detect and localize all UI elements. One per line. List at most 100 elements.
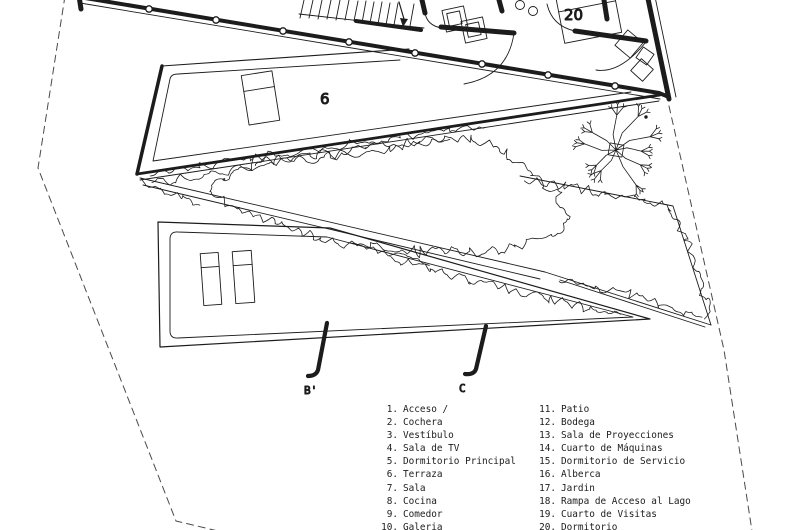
legend-item: 16. Alberca bbox=[538, 468, 691, 481]
section-marker-c: C bbox=[459, 323, 489, 396]
terrace-6: 6 bbox=[135, 48, 662, 181]
building-plan bbox=[77, 0, 677, 102]
legend-item-number: 6. bbox=[386, 469, 398, 481]
legend-item-number: 11. bbox=[539, 404, 556, 415]
legend-item-label: Sala de TV bbox=[403, 443, 460, 455]
legend-item-number: 17. bbox=[539, 482, 556, 494]
legend-item-label: Acceso / bbox=[403, 404, 449, 415]
tree-branches bbox=[571, 101, 663, 197]
small-dot bbox=[644, 115, 648, 119]
legend-item-number: 10. bbox=[381, 521, 398, 530]
legend-item: 6. Terraza bbox=[380, 468, 516, 481]
legend-item-number: 9. bbox=[386, 508, 398, 520]
legend-item: 8. Cocina bbox=[380, 495, 516, 508]
legend-item: 7. Sala bbox=[380, 482, 516, 495]
legend-item-number: 20. bbox=[539, 521, 556, 530]
legend-item-label: Patio bbox=[561, 404, 590, 415]
legend-item-label: Cochera bbox=[403, 417, 443, 429]
garden-edges bbox=[139, 175, 712, 328]
legend-item-number: 2. bbox=[386, 417, 398, 429]
room-label-bedroom: 20 bbox=[564, 6, 583, 24]
legend-item-label: Galeria bbox=[403, 521, 443, 530]
legend-item-number: 1. bbox=[386, 404, 398, 415]
legend-item: 1. Acceso / bbox=[380, 403, 516, 416]
vegetation-scribble bbox=[149, 125, 486, 177]
legend-item-label: Dormitorio Principal bbox=[403, 456, 516, 468]
legend-item: 15. Dormitorio de Servicio bbox=[538, 455, 691, 468]
furniture bbox=[441, 0, 655, 82]
section-marker-b: B' bbox=[304, 320, 330, 398]
legend-item: 2. Cochera bbox=[380, 416, 516, 429]
lounge-chair bbox=[240, 70, 281, 126]
legend-item: 18. Rampa de Acceso al Lago bbox=[538, 495, 691, 508]
legend-item-number: 5. bbox=[386, 456, 398, 468]
vegetation-scribble bbox=[558, 278, 703, 318]
tree-icon bbox=[571, 101, 663, 197]
legend-item-label: Cuarto de Máquinas bbox=[561, 443, 663, 455]
legend-item: 20. Dormitorio bbox=[538, 521, 691, 530]
legend-item: 9. Comedor bbox=[380, 508, 516, 521]
stairs bbox=[298, 0, 425, 29]
legend-item: 14. Cuarto de Máquinas bbox=[538, 442, 691, 455]
legend-item-number: 7. bbox=[386, 482, 398, 494]
legend-item-number: 8. bbox=[386, 495, 398, 507]
interior-walls bbox=[419, 0, 649, 44]
legend-item: 13. Sala de Proyecciones bbox=[538, 429, 691, 442]
legend-item-label: Vestíbulo bbox=[403, 430, 454, 442]
vegetation-scribble bbox=[140, 177, 201, 206]
room-label-terrace: 6 bbox=[320, 90, 330, 108]
tree-trunk bbox=[607, 142, 625, 158]
legend-item: 3. Vestíbulo bbox=[380, 429, 516, 442]
column-dots bbox=[145, 5, 619, 90]
door-swing-arcs bbox=[424, 3, 647, 85]
vegetation-scribble bbox=[524, 177, 711, 320]
legend-item: 19. Cuarto de Visitas bbox=[538, 508, 691, 521]
legend-item: 10. Galeria bbox=[380, 521, 516, 530]
bed bbox=[555, 0, 623, 44]
legend-column-2: 11. Patio 12. Bodega 13. Sala de Proyecciones… bbox=[538, 403, 691, 530]
legend-item: 4. Sala de TV bbox=[380, 442, 516, 455]
site-boundary-dashed bbox=[37, 0, 753, 530]
right-exterior-wall bbox=[645, 0, 672, 102]
vegetation-scribble bbox=[349, 242, 430, 266]
diamond-furniture bbox=[614, 29, 655, 82]
legend-item-label: Terraza bbox=[403, 469, 443, 481]
legend-item-number: 16. bbox=[539, 469, 556, 481]
stair-direction-arrow bbox=[400, 18, 408, 27]
colonnade-wall bbox=[84, 0, 661, 95]
legend-item: 5. Dormitorio Principal bbox=[380, 455, 516, 468]
legend-item: 11. Patio bbox=[538, 403, 691, 416]
legend-item-number: 19. bbox=[539, 508, 556, 520]
legend-item-number: 14. bbox=[539, 443, 556, 455]
legend-item-label: Alberca bbox=[561, 469, 601, 481]
legend-item: 17. Jardin bbox=[538, 482, 691, 495]
legend-item-label: Jardin bbox=[561, 482, 595, 494]
legend-item-number: 3. bbox=[386, 430, 398, 442]
legend-item-number: 13. bbox=[539, 430, 556, 442]
garden-vegetation bbox=[140, 125, 711, 320]
lounge-chair bbox=[231, 249, 256, 305]
vegetation-scribble bbox=[209, 134, 571, 259]
section-marker-c-label: C bbox=[459, 382, 466, 395]
legend-item-number: 15. bbox=[539, 456, 556, 468]
vegetation-scribble bbox=[390, 255, 621, 315]
legend-column-1: 1. Acceso / 2. Cochera 3. Vestíbulo 4. Sala de … bbox=[380, 403, 516, 530]
legend-item-label: Comedor bbox=[403, 508, 443, 520]
legend-item-label: Rampa de Acceso al Lago bbox=[561, 495, 691, 507]
vegetation-scribble bbox=[151, 138, 451, 186]
legend-item-label: Sala bbox=[403, 482, 426, 494]
legend-item-label: Dormitorio bbox=[561, 521, 618, 530]
lounge-chair bbox=[199, 251, 223, 307]
legend-item-number: 18. bbox=[539, 495, 556, 507]
legend-item: 12. Bodega bbox=[538, 416, 691, 429]
legend-item-number: 4. bbox=[386, 443, 398, 455]
legend-item-label: Dormitorio de Servicio bbox=[561, 456, 686, 468]
legend-item-label: Sala de Proyecciones bbox=[561, 430, 674, 442]
legend-item-number: 12. bbox=[539, 417, 556, 429]
section-marker-b-label: B' bbox=[304, 384, 317, 397]
legend-item-label: Cocina bbox=[403, 495, 437, 507]
legend-item-label: Bodega bbox=[561, 417, 595, 429]
legend-item-label: Cuarto de Visitas bbox=[561, 508, 657, 520]
